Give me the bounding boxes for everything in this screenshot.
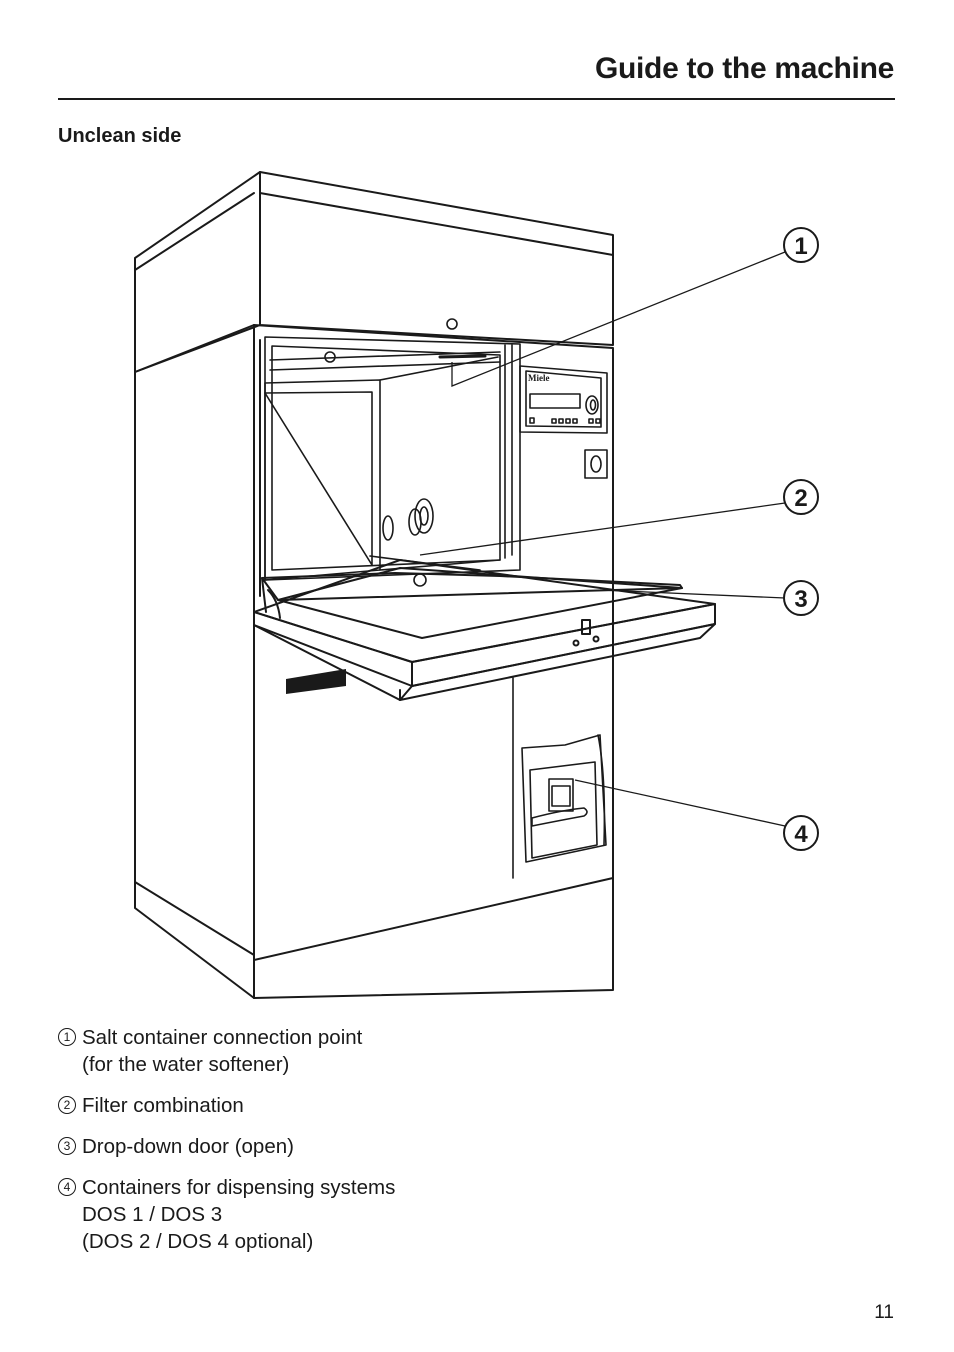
legend-item-3: 3 Drop-down door (open) <box>58 1133 658 1160</box>
control-panel <box>519 365 608 479</box>
callout-4: 4 <box>783 815 819 851</box>
legend-item-4: 4 Containers for dispensing systems DOS … <box>58 1174 658 1255</box>
legend-text: Drop-down door (open) <box>82 1133 294 1160</box>
lower-cabinet <box>512 677 607 879</box>
legend-text: Containers for dispensing systems DOS 1 … <box>82 1174 395 1255</box>
legend-number-badge: 4 <box>58 1178 76 1196</box>
leader-line-3 <box>599 589 786 599</box>
legend-line: (DOS 2 / DOS 4 optional) <box>82 1230 314 1253</box>
section-title: Unclean side <box>58 125 182 147</box>
legend-item-1: 1 Salt container connection point (for t… <box>58 1024 658 1078</box>
leader-line-2 <box>419 502 786 556</box>
leader-line-4 <box>574 779 786 827</box>
brand-label: Miele <box>528 373 550 383</box>
legend-line: (for the water softener) <box>82 1053 290 1076</box>
top-cabinet <box>134 171 614 373</box>
header-rule <box>58 98 895 100</box>
legend-number-badge: 1 <box>58 1028 76 1046</box>
legend-item-2: 2 Filter combination <box>58 1092 658 1119</box>
callout-1: 1 <box>783 227 819 263</box>
drop-down-door <box>253 559 716 701</box>
legend-text: Filter combination <box>82 1092 244 1119</box>
front-frame <box>253 324 614 999</box>
side-panel <box>134 324 255 999</box>
legend-number-badge: 3 <box>58 1137 76 1155</box>
page-number: 11 <box>874 1302 894 1323</box>
legend-line: Containers for dispensing systems <box>82 1176 396 1199</box>
callout-number: 1 <box>794 233 807 260</box>
legend-line: Drop-down door (open) <box>82 1135 294 1158</box>
callout-3: 3 <box>783 580 819 616</box>
callout-number: 3 <box>794 586 807 613</box>
legend-number-badge: 2 <box>58 1096 76 1114</box>
machine-illustration: Miele 1 2 3 4 <box>134 171 819 999</box>
legend-line: Filter combination <box>82 1094 244 1117</box>
callout-number: 4 <box>794 821 808 848</box>
callout-number: 2 <box>794 485 807 512</box>
legend-line: Salt container connection point <box>82 1026 363 1049</box>
page-title: Guide to the machine <box>594 52 894 85</box>
leader-line-1 <box>451 251 786 387</box>
legend-line: DOS 1 / DOS 3 <box>82 1203 223 1226</box>
wash-chamber <box>264 318 521 587</box>
callout-2: 2 <box>783 479 819 515</box>
legend-text: Salt container connection point (for the… <box>82 1024 362 1078</box>
front-label-strip <box>286 669 346 694</box>
legend: 1 Salt container connection point (for t… <box>58 1024 658 1269</box>
